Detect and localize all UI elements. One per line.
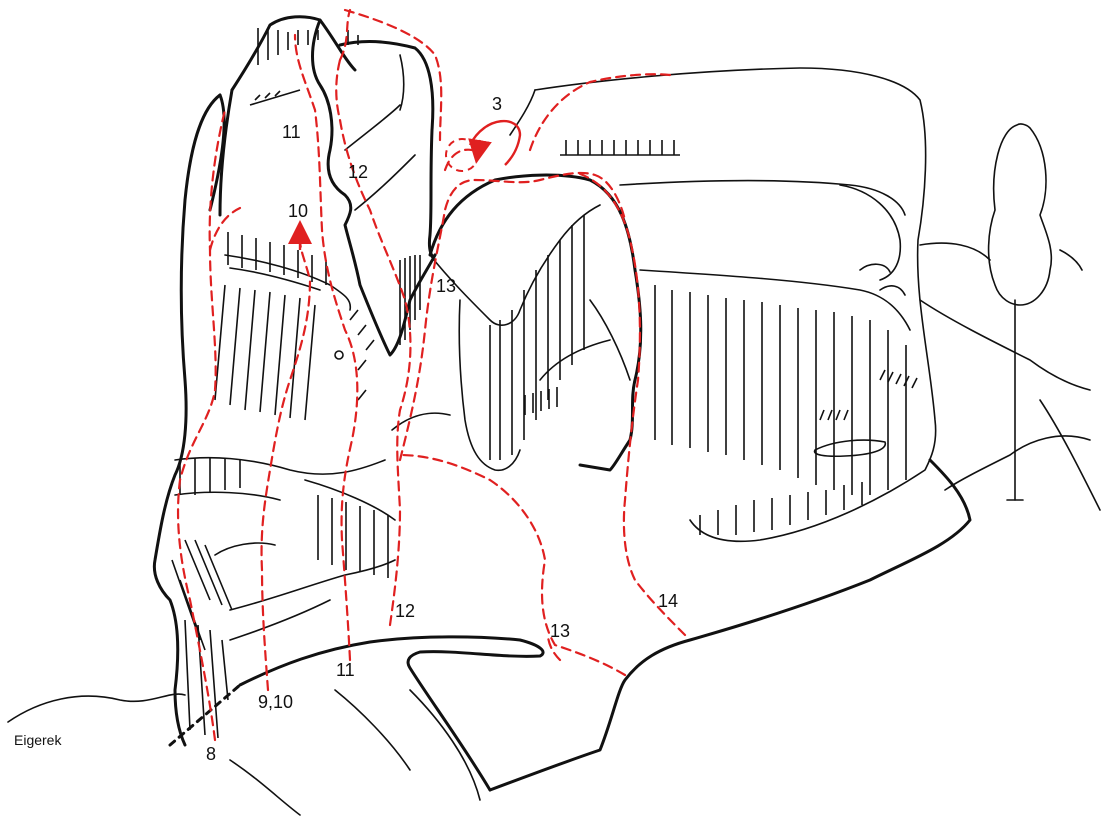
label-eigerek: Eigerek — [14, 732, 62, 748]
route-11-line — [295, 35, 357, 660]
route-13-line — [400, 455, 625, 675]
route-10-upper-line — [210, 208, 240, 250]
terrain-lines — [8, 243, 1100, 815]
route-3-arrow — [478, 140, 480, 152]
route-3-lower-line — [445, 150, 472, 170]
label-route-8: 8 — [206, 744, 216, 764]
small-boulder — [446, 139, 478, 171]
route-top-line — [340, 10, 441, 140]
label-route-12-bottom: 12 — [395, 601, 415, 621]
label-route-11-bottom: 11 — [336, 660, 355, 680]
label-route-9-10: 9,10 — [258, 692, 293, 712]
label-route-13-bottom: 13 — [550, 621, 570, 641]
tree-drawing — [989, 124, 1052, 500]
right-rock-block — [510, 68, 936, 541]
label-route-14: 14 — [658, 591, 678, 611]
route-14-upper-line — [530, 74, 670, 150]
label-route-12-top: 12 — [348, 162, 368, 182]
label-route-13-top: 13 — [436, 276, 456, 296]
label-route-11-top: 11 — [282, 122, 301, 142]
middle-pillar — [430, 175, 641, 470]
label-route-3: 3 — [492, 94, 502, 114]
label-route-10: 10 — [288, 201, 308, 221]
left-tower — [154, 17, 450, 745]
